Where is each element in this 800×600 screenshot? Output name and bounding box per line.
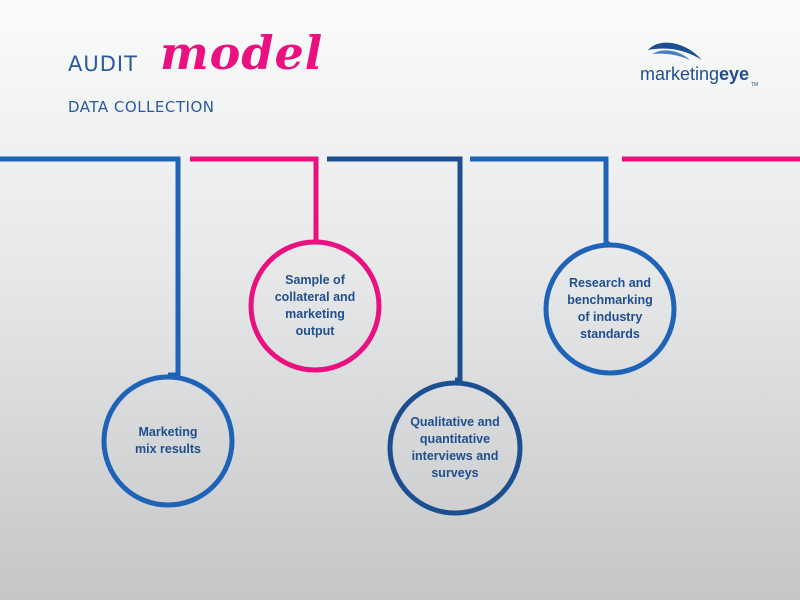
logo-trademark: TM bbox=[751, 82, 759, 88]
node-label-marketing-mix: Marketing mix results bbox=[134, 425, 201, 456]
connector-sample-collateral bbox=[190, 156, 319, 244]
node-label-qualitative: Qualitative and quantitative interviews … bbox=[410, 415, 500, 480]
node-label-sample-collateral: Sample of collateral and marketing outpu… bbox=[274, 273, 356, 338]
logo-text-part2: eye bbox=[719, 64, 750, 84]
node-ring-qualitative bbox=[387, 380, 523, 516]
logo-text: marketingeye bbox=[640, 64, 749, 85]
node-ring-sample-collateral bbox=[248, 239, 382, 373]
connector-marketing-mix bbox=[0, 156, 181, 378]
title-word: AUDIT bbox=[68, 52, 138, 76]
subtitle: DATA COLLECTION bbox=[68, 98, 215, 116]
title-script: model bbox=[160, 26, 324, 80]
eye-swoosh-icon bbox=[648, 42, 702, 60]
node-label-research: Research and benchmarking of industry st… bbox=[567, 276, 653, 341]
marketing-eye-logo: marketingeye TM bbox=[640, 40, 760, 90]
node-ring-marketing-mix bbox=[101, 374, 235, 508]
logo-text-part1: marketing bbox=[640, 64, 720, 84]
connector-qualitative bbox=[327, 156, 463, 383]
node-ring-research bbox=[543, 242, 677, 376]
connector-research bbox=[470, 156, 610, 247]
